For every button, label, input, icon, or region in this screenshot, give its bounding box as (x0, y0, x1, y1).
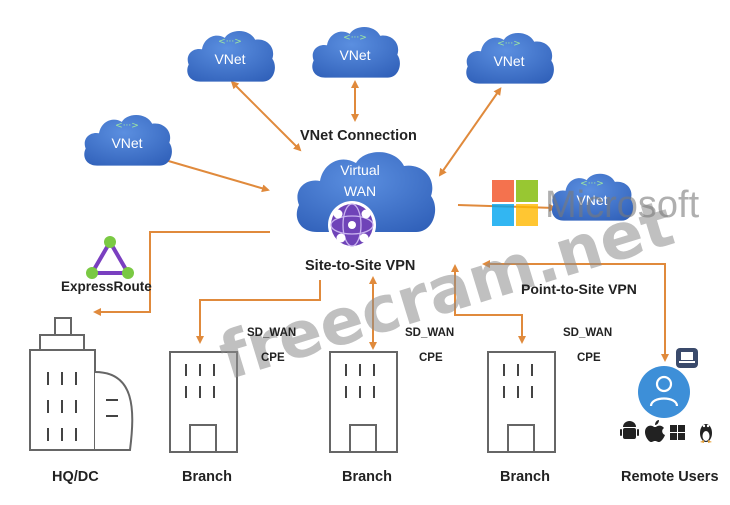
vnet-connection-label: VNet Connection (300, 128, 417, 144)
cpe-label-1: CPE (261, 352, 285, 364)
vnet-label: VNet (339, 47, 370, 63)
branch-label-2: Branch (342, 469, 392, 485)
vnet-icon: <···> (115, 121, 139, 131)
android-icon (620, 421, 639, 439)
microsoft-logo-icon (492, 180, 538, 226)
vnet-icon: <···> (218, 37, 242, 47)
vnet-cloud-2: VNet <···> (312, 26, 400, 78)
arrow-vnet3 (438, 87, 502, 177)
cpe-label-2: CPE (419, 352, 443, 364)
vnet-label: VNet (214, 51, 245, 67)
cpe-label-3: CPE (577, 352, 601, 364)
laptop-icon (676, 348, 698, 368)
vnet-icon: <···> (580, 179, 604, 189)
sdwan-label-1: SD_WAN (247, 327, 297, 339)
expressroute-label: ExpressRoute (61, 279, 152, 294)
branch-label-1: Branch (182, 469, 232, 485)
vnet-cloud-5: VNet <···> (551, 173, 634, 221)
hub-line1: Virtual (340, 162, 379, 178)
vnet-cloud-4: VNet <···> (84, 114, 172, 166)
vnet-label: VNet (493, 53, 524, 69)
branch-label-3: Branch (500, 469, 550, 485)
apple-icon (645, 420, 665, 442)
sdwan-label-2: SD_WAN (405, 327, 455, 339)
vnet-label: VNet (111, 135, 142, 151)
linux-icon (700, 424, 712, 443)
branch-building-icon-2 (329, 351, 398, 453)
wan-globe-icon (328, 201, 376, 249)
vnet-cloud-1: VNet <···> (187, 30, 275, 82)
arrow-remote (482, 260, 669, 362)
branch-building-icon-3 (487, 351, 556, 453)
virtual-wan-hub: Virtual WAN (296, 152, 436, 249)
arrow-vnet1 (230, 80, 302, 152)
vnet-icon: <···> (343, 33, 367, 43)
microsoft-brand-text: Microsoft (545, 184, 700, 226)
arrow-vnet4 (164, 159, 270, 193)
expressroute-icon (86, 236, 134, 279)
arrow-expressroute (93, 231, 270, 316)
remote-user-avatar-icon (638, 366, 690, 418)
site-to-site-vpn-label: Site-to-Site VPN (305, 258, 416, 274)
remote-users-label: Remote Users (621, 469, 719, 485)
hub-line2: WAN (344, 183, 376, 199)
vnet-cloud-3: VNet <···> (466, 32, 554, 84)
branch-building-icon-1 (169, 351, 238, 453)
windows-icon (670, 425, 685, 440)
arrow-branch1 (196, 280, 321, 344)
point-to-site-vpn-label: Point-to-Site VPN (521, 281, 637, 297)
hq-building-icon (29, 317, 134, 451)
sdwan-label-3: SD_WAN (563, 327, 613, 339)
vnet-label: VNet (576, 192, 607, 208)
vnet-icon: <···> (497, 39, 521, 49)
hq-dc-label: HQ/DC (52, 469, 99, 485)
